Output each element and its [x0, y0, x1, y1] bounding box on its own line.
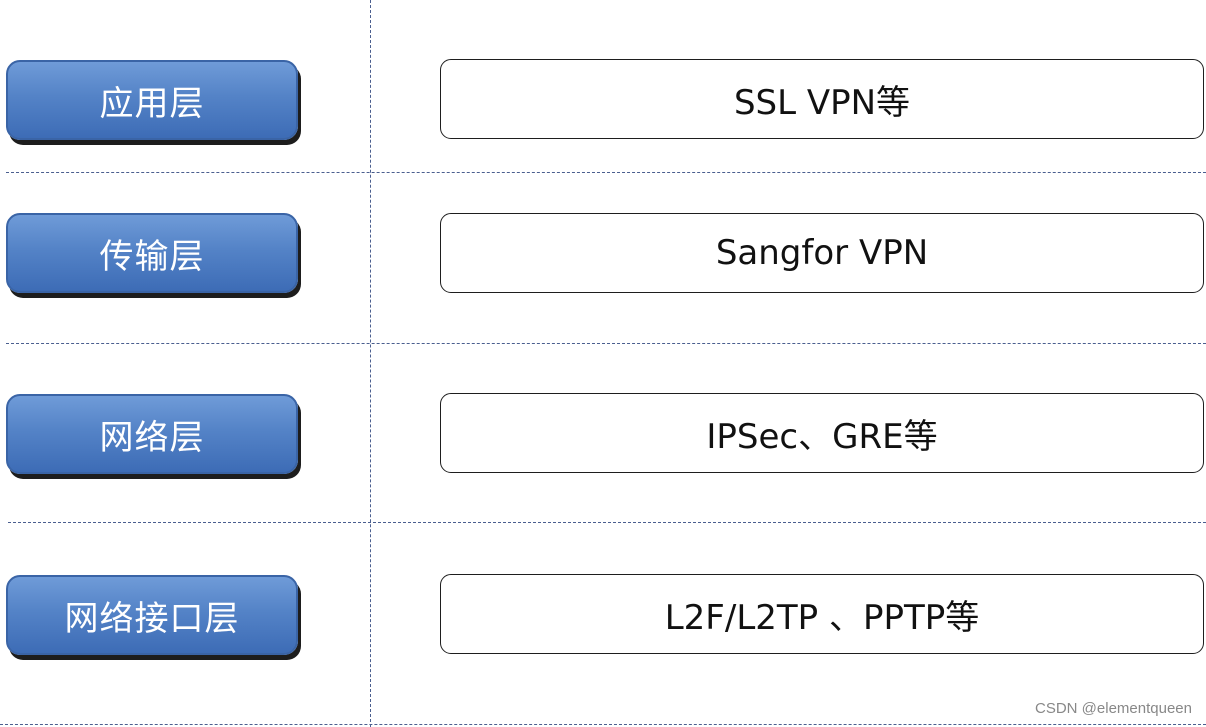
- layer-label: 网络层: [99, 417, 205, 458]
- layer-box-application[interactable]: 应用层: [6, 60, 298, 140]
- protocol-box-transport: Sangfor VPN: [440, 213, 1204, 293]
- layer-box-network-interface[interactable]: 网络接口层: [6, 575, 298, 655]
- layer-box-network[interactable]: 网络层: [6, 394, 298, 474]
- protocol-label: L2F/L2TP 、PPTP等: [664, 597, 980, 638]
- protocol-label: IPSec、GRE等: [706, 416, 938, 457]
- row-divider: [8, 522, 1206, 523]
- row-divider: [6, 172, 1206, 173]
- row-divider: [0, 724, 1206, 725]
- protocol-label: SSL VPN等: [733, 82, 911, 123]
- protocol-box-network: IPSec、GRE等: [440, 393, 1204, 473]
- protocol-label: Sangfor VPN: [715, 233, 929, 273]
- protocol-box-application: SSL VPN等: [440, 59, 1204, 139]
- layer-label: 传输层: [99, 236, 205, 277]
- layer-label: 应用层: [99, 83, 205, 124]
- watermark: CSDN @elementqueen: [1035, 700, 1192, 717]
- row-divider: [6, 343, 1206, 344]
- column-divider: [370, 0, 371, 727]
- layer-label: 网络接口层: [64, 598, 240, 639]
- layer-box-transport[interactable]: 传输层: [6, 213, 298, 293]
- protocol-box-network-interface: L2F/L2TP 、PPTP等: [440, 574, 1204, 654]
